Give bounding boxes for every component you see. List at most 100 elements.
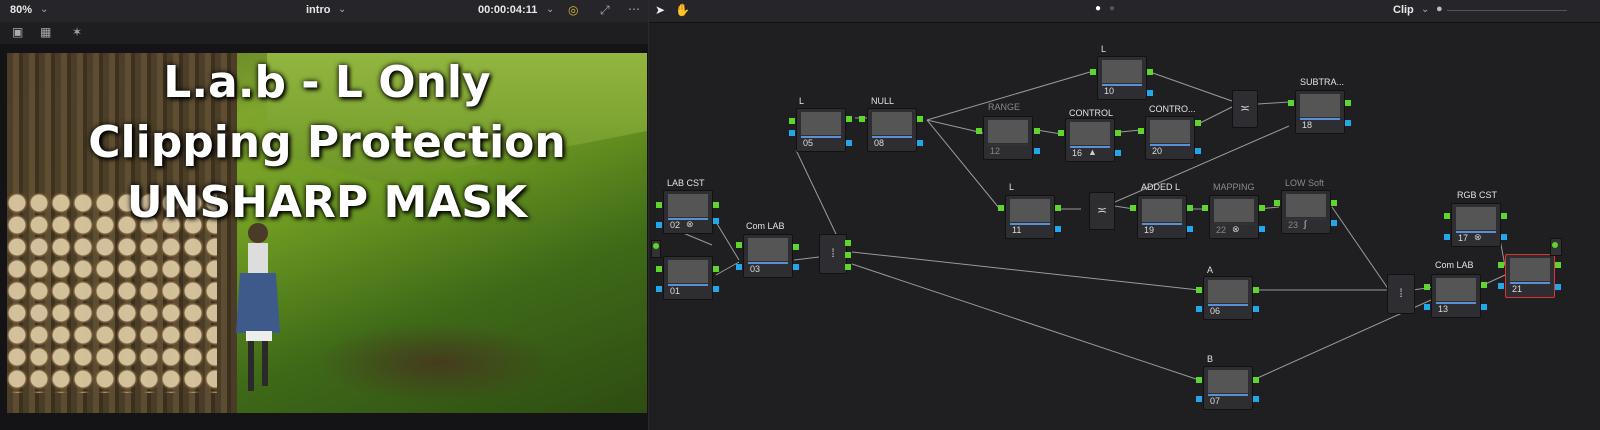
input-pin[interactable] xyxy=(1274,200,1280,206)
subtract-combiner[interactable]: ≍ xyxy=(1232,90,1258,128)
input-pin[interactable] xyxy=(1196,287,1202,293)
node-20[interactable]: 20 xyxy=(1145,116,1195,160)
output-pin[interactable] xyxy=(1331,200,1337,206)
chevron-down-icon[interactable]: ⌄ xyxy=(338,4,347,15)
timecode[interactable]: 00:00:04:11 xyxy=(478,4,538,16)
input-pin[interactable] xyxy=(1424,304,1430,310)
input-pin[interactable] xyxy=(1196,396,1202,402)
output-pin[interactable] xyxy=(793,264,799,270)
source-output-pin[interactable] xyxy=(653,243,659,249)
input-pin[interactable] xyxy=(1424,284,1430,290)
output-pin[interactable] xyxy=(1147,69,1153,75)
node-18[interactable]: 18 xyxy=(1295,90,1345,134)
color-wheel-icon[interactable]: ◎ xyxy=(568,3,579,17)
input-pin[interactable] xyxy=(998,205,1004,211)
node-editor[interactable]: ➤ ✋ ● ● Clip ⌄ ● xyxy=(649,0,1600,430)
output-pin[interactable] xyxy=(1345,100,1351,106)
output-pin[interactable] xyxy=(793,244,799,250)
chevron-down-icon[interactable]: ⌄ xyxy=(40,4,49,15)
output-pin[interactable] xyxy=(1555,284,1561,290)
final-output-pin[interactable] xyxy=(1552,242,1558,248)
output-pin[interactable] xyxy=(1555,262,1561,268)
splitter-node[interactable]: ⁞ xyxy=(819,234,847,274)
output-pin[interactable] xyxy=(917,116,923,122)
input-pin[interactable] xyxy=(1196,306,1202,312)
node-11[interactable]: 11 xyxy=(1005,195,1055,239)
output-pin[interactable] xyxy=(1253,377,1259,383)
output-pin[interactable] xyxy=(1345,120,1351,126)
output-pin[interactable] xyxy=(1147,90,1153,96)
output-pin[interactable] xyxy=(1055,226,1061,232)
input-pin[interactable] xyxy=(789,118,795,124)
input-pin[interactable] xyxy=(1288,100,1294,106)
output-pin[interactable] xyxy=(845,264,851,270)
output-pin[interactable] xyxy=(1481,304,1487,310)
output-pin[interactable] xyxy=(1253,287,1259,293)
zoom-level[interactable]: 80% xyxy=(10,4,33,16)
output-pin[interactable] xyxy=(1195,148,1201,154)
pointer-icon[interactable]: ➤ xyxy=(655,3,666,17)
input-pin[interactable] xyxy=(656,222,662,228)
output-pin[interactable] xyxy=(1187,226,1193,232)
output-pin[interactable] xyxy=(713,218,719,224)
magic-wand-icon[interactable]: ✶ xyxy=(72,25,83,39)
clip-name[interactable]: intro xyxy=(306,4,331,16)
page-dot-icon[interactable]: ● xyxy=(1109,3,1116,14)
input-pin[interactable] xyxy=(1444,234,1450,240)
hand-icon[interactable]: ✋ xyxy=(675,3,690,17)
output-pin[interactable] xyxy=(1115,130,1121,136)
output-pin[interactable] xyxy=(1501,234,1507,240)
node-17[interactable]: 17 ⊗ xyxy=(1451,203,1501,247)
single-view-icon[interactable]: ▣ xyxy=(12,25,24,39)
chevron-down-icon[interactable]: ⌄ xyxy=(546,4,555,15)
node-01[interactable]: 01 xyxy=(663,256,713,300)
source-input[interactable] xyxy=(651,240,661,258)
output-pin[interactable] xyxy=(1034,148,1040,154)
output-pin[interactable] xyxy=(1481,282,1487,288)
input-pin[interactable] xyxy=(1196,377,1202,383)
output-pin[interactable] xyxy=(1253,306,1259,312)
output-pin[interactable] xyxy=(846,140,852,146)
output-pin[interactable] xyxy=(713,286,719,292)
add-combiner[interactable]: ≍ xyxy=(1089,192,1115,230)
input-pin[interactable] xyxy=(1498,283,1504,289)
input-pin[interactable] xyxy=(656,266,662,272)
output-pin[interactable] xyxy=(1259,226,1265,232)
node-03[interactable]: 03 xyxy=(743,234,793,278)
input-pin[interactable] xyxy=(1202,205,1208,211)
output-pin[interactable] xyxy=(845,252,851,258)
node-07[interactable]: 07 xyxy=(1203,366,1253,410)
node-22[interactable]: 22 ⊗ xyxy=(1209,195,1259,239)
node-21[interactable]: 21 xyxy=(1505,254,1555,298)
output-pin[interactable] xyxy=(845,240,851,246)
output-pin[interactable] xyxy=(1195,120,1201,126)
output-pin[interactable] xyxy=(713,202,719,208)
input-pin[interactable] xyxy=(859,116,865,122)
output-pin[interactable] xyxy=(713,266,719,272)
output-pin[interactable] xyxy=(1115,150,1121,156)
more-options-icon[interactable]: ⋯ xyxy=(628,2,640,16)
input-pin[interactable] xyxy=(1058,130,1064,136)
output-pin[interactable] xyxy=(1501,213,1507,219)
input-pin[interactable] xyxy=(656,286,662,292)
output-pin[interactable] xyxy=(917,140,923,146)
output-pin[interactable] xyxy=(1187,205,1193,211)
node-12[interactable]: 12 xyxy=(983,116,1033,160)
input-pin[interactable] xyxy=(1130,205,1136,211)
node-05[interactable]: 05 xyxy=(796,108,846,152)
mode-select[interactable]: Clip xyxy=(1393,4,1414,16)
zoom-slider-track[interactable] xyxy=(1447,10,1567,11)
node-08[interactable]: 08 xyxy=(867,108,917,152)
input-pin[interactable] xyxy=(736,264,742,270)
input-pin[interactable] xyxy=(1090,69,1096,75)
layer-mixer[interactable]: ⁞ xyxy=(1387,274,1415,314)
input-pin[interactable] xyxy=(736,242,742,248)
zoom-slider-handle[interactable]: ● xyxy=(1436,3,1443,15)
chevron-down-icon[interactable]: ⌄ xyxy=(1421,4,1430,15)
node-06[interactable]: 06 xyxy=(1203,276,1253,320)
expand-icon[interactable]: ⤢ xyxy=(600,3,610,17)
output-pin[interactable] xyxy=(1034,128,1040,134)
node-23[interactable]: 23 ∫ xyxy=(1281,190,1331,234)
node-10[interactable]: 10 xyxy=(1097,56,1147,100)
input-pin[interactable] xyxy=(789,130,795,136)
